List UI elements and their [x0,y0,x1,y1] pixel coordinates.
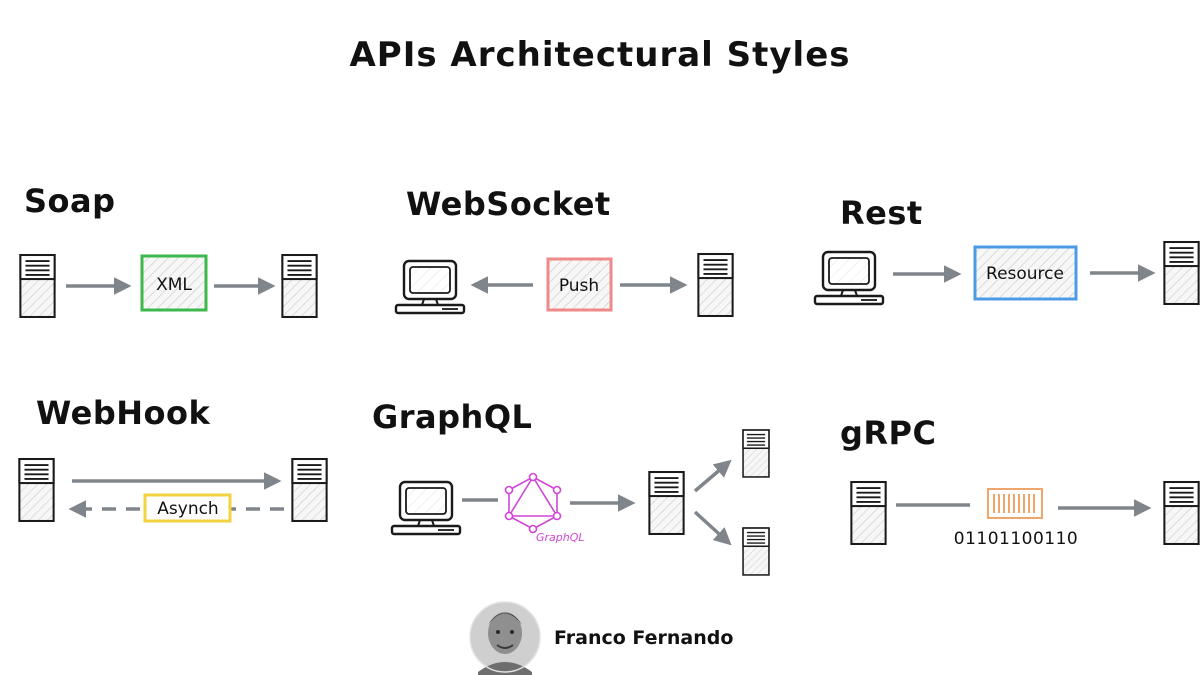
server-icon [19,253,56,319]
server-icon [1163,240,1200,306]
xml-box [140,254,208,312]
server-icon [850,480,887,546]
computer-icon [394,259,466,315]
server-icon [18,457,55,523]
graphql-logo-caption: GraphQL [536,531,585,544]
resource-box [973,245,1078,301]
server-icon [742,429,770,478]
arrow-icon [693,510,732,546]
server-icon [648,470,685,536]
grpc-title: gRPC [840,414,936,452]
graphql-logo-icon [504,472,562,534]
author-name: Franco Fernando [554,627,733,649]
computer-icon [813,250,885,306]
websocket-title: WebSocket [406,185,611,223]
webhook-title: WebHook [36,394,211,432]
push-label: Push [559,276,599,296]
section-grpc: gRPC 01101100110 [840,414,1200,549]
binary-packet-icon [987,488,1043,519]
server-icon [1163,480,1200,546]
arrow-icon [693,459,732,493]
server-icon [291,457,328,523]
asynch-box [143,493,232,523]
section-graphql: GraphQL GraphQL [372,398,770,576]
page-title: APIs Architectural Styles [349,35,850,75]
push-box [546,257,613,312]
soap-title: Soap [24,182,116,220]
server-icon [281,253,318,319]
rest-title: Rest [840,194,923,232]
binary-payload: 01101100110 [954,529,1078,549]
author-credit: Franco Fernando [469,601,733,675]
computer-icon [390,480,462,536]
section-rest: Rest Resource [813,194,1200,306]
server-icon [697,252,734,318]
section-webhook: WebHook Asynch [18,394,328,523]
graphql-title: GraphQL [372,398,532,436]
xml-label: XML [156,275,192,295]
avatar [469,601,541,675]
section-websocket: WebSocket Push [394,185,734,318]
asynch-label: Asynch [157,499,218,519]
resource-label: Resource [986,264,1064,284]
server-icon [742,527,770,576]
section-soap: Soap XML [19,182,318,319]
